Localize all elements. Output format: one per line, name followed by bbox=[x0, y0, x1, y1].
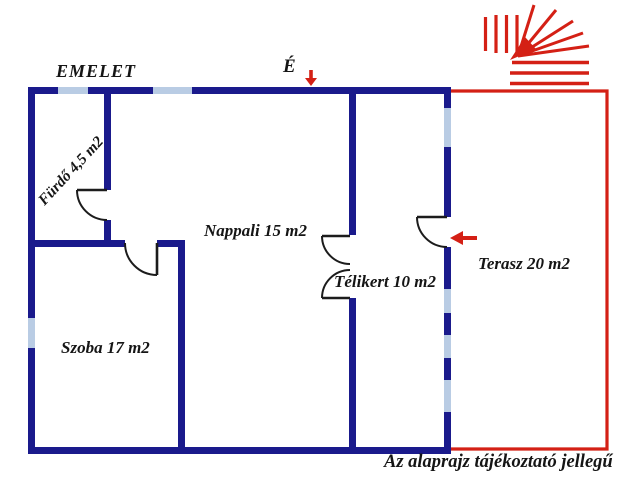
telikert-right-wall-seg4 bbox=[444, 313, 451, 335]
telikert-right-wall-seg6 bbox=[444, 412, 451, 454]
telikert-double-door bbox=[321, 234, 351, 300]
interior-walls bbox=[28, 87, 451, 454]
telikert-left-wall-lower bbox=[349, 298, 356, 454]
room-label-telikert: Télikert 10 m2 bbox=[334, 272, 436, 291]
szoba-top-wall-right bbox=[157, 240, 185, 247]
window-segment bbox=[444, 108, 451, 147]
terrace-outline bbox=[449, 89, 609, 451]
window-segment bbox=[444, 335, 451, 358]
window-segment bbox=[444, 289, 451, 313]
terrace-door bbox=[416, 215, 448, 248]
telikert-left-wall-upper bbox=[349, 87, 356, 235]
page-title: EMELET bbox=[56, 61, 137, 81]
room-label-nappali: Nappali 15 m2 bbox=[204, 221, 307, 240]
telikert-right-wall-seg5 bbox=[444, 358, 451, 380]
szoba-right-wall bbox=[178, 240, 185, 454]
bathroom-wall-upper bbox=[104, 87, 111, 190]
doors bbox=[76, 188, 448, 300]
room-label-terasz: Terasz 20 m2 bbox=[478, 254, 570, 273]
disclaimer-text: Az alaprajz tájékoztató jellegű bbox=[384, 452, 613, 472]
szoba-top-wall-left bbox=[28, 240, 125, 247]
north-arrow-icon bbox=[305, 70, 317, 86]
outer-wall-left bbox=[28, 87, 35, 454]
telikert-right-wall-seg3 bbox=[444, 247, 451, 289]
szoba-door bbox=[124, 242, 159, 276]
window-segment bbox=[28, 318, 35, 348]
room-label-szoba: Szoba 17 m2 bbox=[61, 338, 150, 357]
outer-wall-bottom bbox=[28, 447, 451, 454]
outer-walls bbox=[28, 87, 451, 454]
telikert-right-wall-seg1 bbox=[444, 87, 451, 108]
entrance-arrow-icon bbox=[450, 231, 477, 245]
window-segment bbox=[444, 380, 451, 412]
window-segment bbox=[153, 87, 192, 94]
stairs-icon bbox=[483, 4, 590, 86]
window-segment bbox=[58, 87, 88, 94]
bathroom-wall-lower bbox=[104, 220, 111, 247]
north-label: É bbox=[283, 56, 296, 77]
bathroom-door bbox=[76, 188, 108, 221]
telikert-right-wall-seg2 bbox=[444, 147, 451, 217]
outer-wall-top bbox=[28, 87, 451, 94]
windows bbox=[28, 87, 451, 412]
